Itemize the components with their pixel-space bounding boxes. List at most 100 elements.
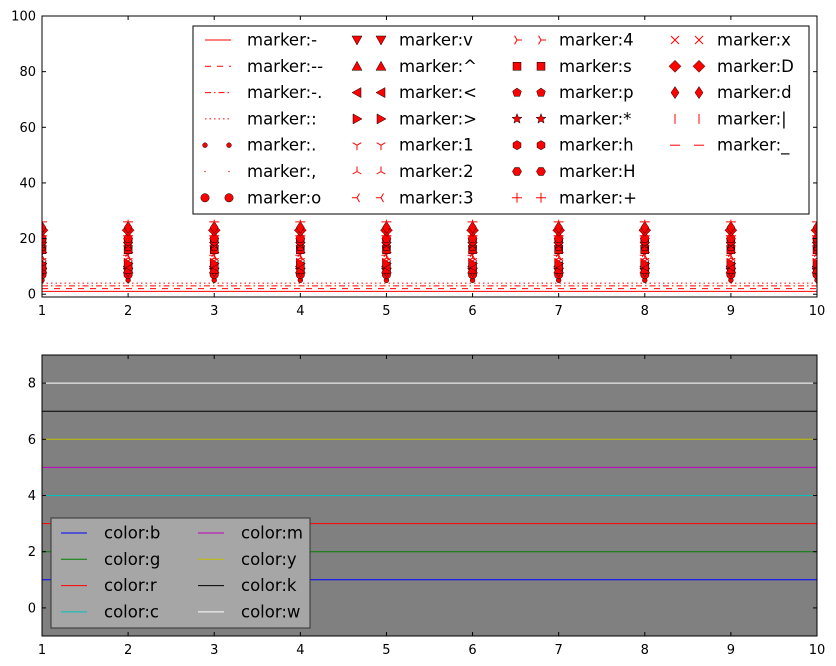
y-tick-label: 40 bbox=[19, 176, 36, 191]
legend-handle bbox=[352, 166, 362, 175]
legend-label: marker:x bbox=[717, 31, 791, 50]
legend-handle bbox=[351, 35, 363, 46]
x-tick-label: 2 bbox=[124, 304, 132, 319]
legend-label: color:g bbox=[104, 550, 160, 569]
legend-handle bbox=[200, 193, 210, 203]
x-tick-label: 6 bbox=[468, 304, 476, 319]
x-tick-label: 9 bbox=[727, 304, 735, 319]
x-tick-label: 4 bbox=[296, 304, 304, 319]
legend-label: marker:> bbox=[399, 109, 477, 128]
legend-handle bbox=[376, 113, 387, 125]
legend-handle bbox=[351, 60, 363, 71]
legend-label: marker:, bbox=[247, 162, 316, 181]
y-tick-label: 100 bbox=[11, 10, 36, 25]
legend-label: marker:* bbox=[559, 109, 631, 128]
series-marker:d-point bbox=[812, 220, 817, 234]
x-tick-label: 10 bbox=[809, 643, 826, 658]
legend-label: marker:-. bbox=[247, 83, 322, 102]
legend-label: marker:1 bbox=[399, 136, 474, 155]
legend-label: marker:. bbox=[247, 136, 316, 155]
legend-frame bbox=[192, 25, 810, 215]
legend-handle bbox=[352, 142, 362, 151]
x-tick-label: 2 bbox=[124, 643, 132, 658]
legend-label: marker:d bbox=[717, 83, 792, 102]
legend-label: marker:| bbox=[717, 109, 787, 128]
legend-label: color:y bbox=[241, 550, 297, 569]
legend-handle bbox=[670, 35, 680, 45]
y-tick-label: 4 bbox=[28, 489, 36, 504]
legend-label: marker:-- bbox=[247, 57, 323, 76]
legend-label: marker:_ bbox=[717, 136, 790, 156]
legend-label: marker:h bbox=[559, 136, 634, 155]
legend-handle bbox=[202, 142, 208, 148]
legend-label: marker:+ bbox=[559, 188, 637, 207]
legend: marker:-marker:--marker:-.marker::marker… bbox=[192, 25, 810, 215]
y-tick-label: 20 bbox=[19, 232, 36, 247]
legend-label: marker:^ bbox=[399, 57, 477, 76]
legend-handle bbox=[692, 59, 706, 73]
legend-handle bbox=[535, 112, 547, 124]
legend-handle bbox=[512, 140, 522, 151]
y-tick-label: 0 bbox=[28, 601, 36, 616]
legend-label: color:b bbox=[104, 524, 160, 543]
legend-handle bbox=[512, 192, 522, 203]
x-tick-label: 8 bbox=[641, 304, 649, 319]
legend-label: color:k bbox=[241, 576, 297, 595]
y-tick-label: 8 bbox=[28, 377, 36, 392]
series-marker:>-point bbox=[812, 258, 817, 270]
legend-handle bbox=[352, 193, 360, 203]
legend-label: marker:2 bbox=[399, 162, 474, 181]
y-tick-label: 6 bbox=[28, 433, 36, 448]
series-marker:2-point bbox=[812, 253, 817, 261]
legend-handle bbox=[375, 87, 386, 99]
legend-handle bbox=[512, 87, 522, 97]
legend-label: marker:s bbox=[559, 57, 632, 76]
legend-handle bbox=[536, 167, 546, 176]
legend-handle bbox=[376, 193, 384, 203]
legend-handle bbox=[224, 193, 234, 203]
legend-label: marker:4 bbox=[559, 31, 634, 50]
legend-label: color:m bbox=[241, 524, 303, 543]
x-tick-label: 10 bbox=[809, 304, 826, 319]
legend-handle bbox=[694, 35, 704, 45]
x-tick-label: 8 bbox=[641, 643, 649, 658]
x-tick-label: 6 bbox=[468, 643, 476, 658]
series-marker:d-point bbox=[42, 220, 47, 234]
legend-handle bbox=[375, 60, 387, 71]
legend-label: marker:: bbox=[247, 109, 317, 128]
legend-label: marker:D bbox=[717, 57, 794, 76]
legend-handle bbox=[376, 142, 386, 151]
legend-handle bbox=[536, 87, 546, 97]
legend-label: color:w bbox=[241, 602, 300, 621]
x-tick-label: 7 bbox=[555, 643, 563, 658]
x-tick-label: 3 bbox=[210, 304, 218, 319]
legend-handle bbox=[668, 59, 682, 73]
legend-handle bbox=[670, 86, 680, 100]
legend-label: marker:p bbox=[559, 83, 634, 102]
legend-frame bbox=[50, 517, 311, 629]
y-tick-label: 2 bbox=[28, 545, 36, 560]
axes-frame bbox=[41, 15, 818, 298]
legend-handle bbox=[694, 86, 704, 100]
legend-handle bbox=[512, 62, 522, 71]
y-tick-label: 60 bbox=[19, 121, 36, 136]
legend-handle bbox=[512, 167, 522, 176]
legend-handle bbox=[375, 35, 387, 46]
axes-frame bbox=[41, 354, 818, 637]
x-tick-label: 5 bbox=[382, 643, 390, 658]
legend-handle bbox=[226, 142, 232, 148]
legend-label: marker:o bbox=[247, 188, 321, 207]
legend: color:bcolor:gcolor:rcolor:ccolor:mcolor… bbox=[50, 517, 311, 629]
x-tick-label: 7 bbox=[555, 304, 563, 319]
x-tick-label: 1 bbox=[38, 643, 46, 658]
legend-label: marker:- bbox=[247, 31, 317, 50]
legend-label: color:c bbox=[104, 602, 159, 621]
legend-handle bbox=[536, 62, 546, 71]
legend-handle bbox=[204, 170, 206, 173]
plot-area bbox=[42, 219, 817, 292]
y-tick-label: 0 bbox=[28, 288, 36, 303]
x-tick-label: 1 bbox=[38, 304, 46, 319]
